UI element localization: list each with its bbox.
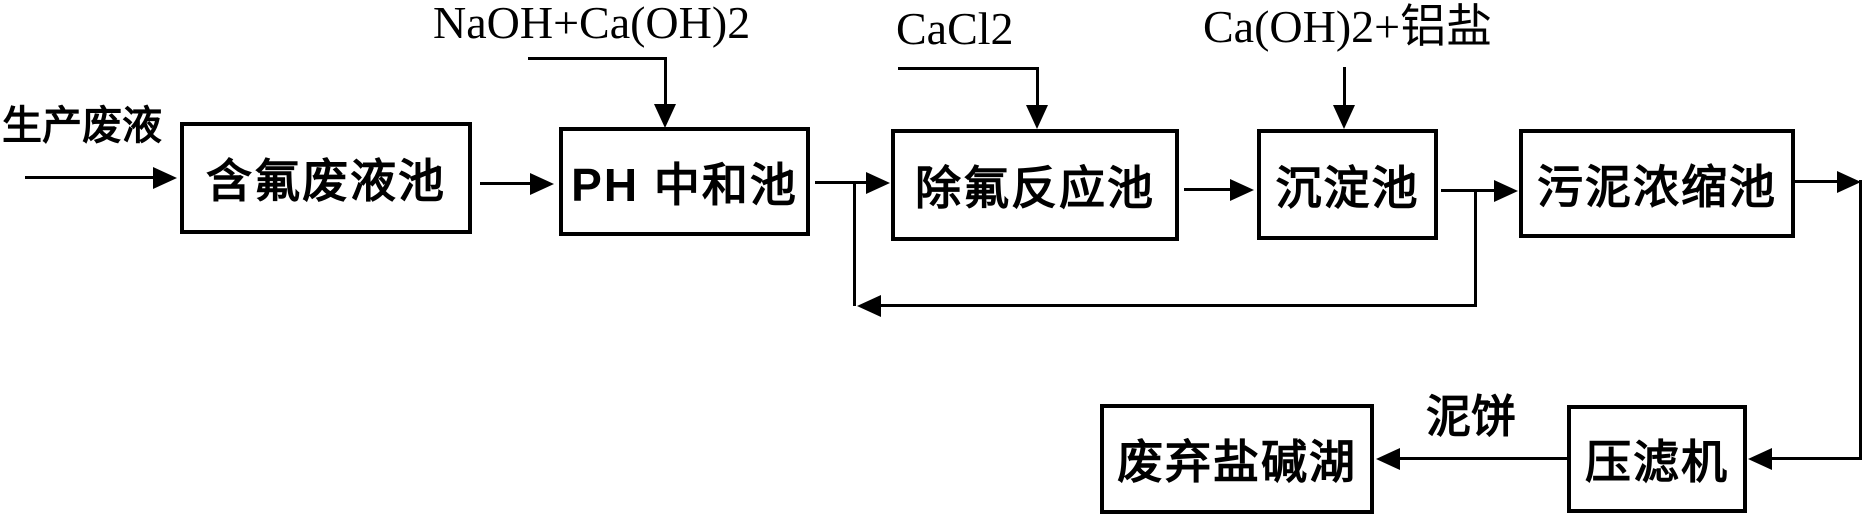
reagent-label-naoh-caoh2: NaOH+Ca(OH)2: [433, 0, 751, 48]
edge-caoh2-vertical-line: [1343, 67, 1346, 109]
edge-caoh2-arrowhead-icon: [1333, 105, 1355, 129]
node-sludge-thickening-pool: 污泥浓缩池: [1519, 129, 1795, 238]
mud-cake-label: 泥饼: [1426, 391, 1517, 442]
edge-pool-to-ph-arrowhead-icon: [530, 173, 554, 195]
edge-ph-to-defluorination-arrowhead-icon: [866, 172, 890, 194]
node-fluoride-waste-pool: 含氟废液池: [180, 122, 472, 234]
input-stream-label: 生产废液: [2, 104, 162, 148]
node-sedimentation-pool-label: 沉淀池: [1275, 161, 1420, 214]
edge-thickener-to-press-vertical-line: [1859, 180, 1862, 460]
node-sedimentation-pool: 沉淀池: [1257, 129, 1438, 240]
edge-defluorination-to-sedimentation-arrowhead-icon: [1230, 179, 1254, 201]
edge-defluorination-to-sedimentation-line: [1184, 188, 1230, 191]
edge-sedimentation-to-thickener-line: [1441, 189, 1494, 192]
edge-recycle-arrowhead-icon: [857, 295, 881, 317]
node-filter-press-label: 压滤机: [1585, 436, 1729, 488]
node-defluorination-reaction-pool-label: 除氟反应池: [915, 162, 1155, 214]
node-ph-neutralization-pool-label: PH 中和池: [571, 158, 798, 211]
reagent-label-caoh2-aluminum-salt: Ca(OH)2+铝盐: [1203, 1, 1493, 52]
edge-cacl2-horizontal-line: [898, 67, 1039, 70]
edge-naoh-horizontal-line: [528, 57, 667, 60]
edge-pool-to-ph-line: [480, 182, 530, 185]
edge-thickener-out-line: [1794, 180, 1837, 183]
node-filter-press: 压滤机: [1567, 405, 1747, 513]
edge-recycle-horizontal-line: [881, 304, 1477, 307]
edge-sedimentation-to-thickener-arrowhead-icon: [1494, 180, 1518, 202]
edge-press-to-lake-line: [1400, 457, 1567, 460]
edge-input-arrowhead-icon: [153, 167, 177, 189]
edge-input-line: [25, 176, 153, 179]
edge-cacl2-vertical-line: [1036, 67, 1039, 109]
edge-press-to-lake-arrowhead-icon: [1376, 448, 1400, 470]
edge-thickener-to-press-arrowhead-icon: [1748, 448, 1772, 470]
edge-recycle-down-line: [1474, 190, 1477, 306]
node-abandoned-salt-alkali-lake: 废弃盐碱湖: [1100, 404, 1374, 514]
edge-thickener-out-arrowhead-icon: [1837, 171, 1861, 193]
edge-cacl2-arrowhead-icon: [1026, 105, 1048, 129]
node-fluoride-waste-pool-label: 含氟废液池: [206, 155, 446, 207]
edge-recycle-up-line: [853, 183, 856, 306]
edge-naoh-vertical-line: [664, 57, 667, 109]
node-sludge-thickening-pool-label: 污泥浓缩池: [1537, 160, 1777, 213]
node-ph-neutralization-pool: PH 中和池: [559, 127, 810, 236]
edge-thickener-to-press-horizontal-line: [1772, 457, 1862, 460]
reagent-label-cacl2: CaCl2: [896, 3, 1014, 54]
edge-naoh-arrowhead-icon: [654, 104, 676, 128]
node-defluorination-reaction-pool: 除氟反应池: [891, 129, 1179, 241]
edge-ph-to-defluorination-line: [815, 181, 866, 184]
node-abandoned-salt-alkali-lake-label: 废弃盐碱湖: [1117, 436, 1357, 488]
